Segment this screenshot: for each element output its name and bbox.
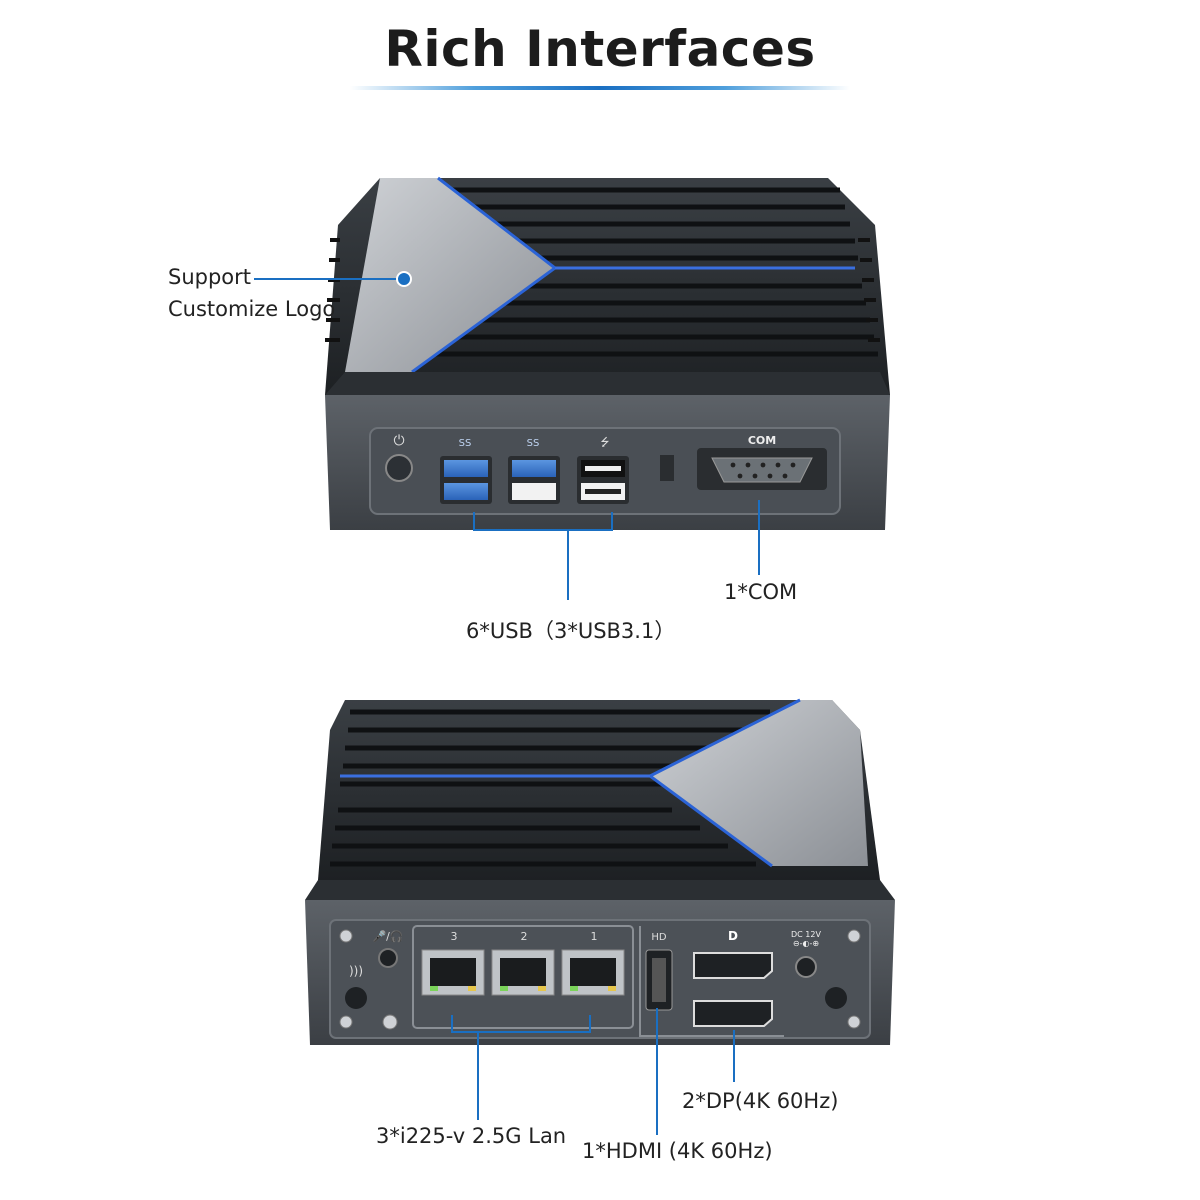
cooling-fins — [428, 187, 878, 357]
antenna-port-right — [825, 987, 847, 1009]
audio-jack — [378, 948, 398, 968]
usb-callout-bracket — [473, 512, 613, 531]
lan-label-1: 1 — [591, 930, 598, 943]
usb-icon: ⭍ — [600, 436, 609, 449]
dc-power-icon: ⊖-◐-⊕ — [793, 939, 819, 948]
page-title: Rich Interfaces — [384, 20, 816, 78]
cooling-fins-rear — [330, 709, 770, 867]
power-button — [385, 454, 413, 482]
logo-plate — [345, 178, 555, 372]
com-callout-label: 1*COM — [724, 580, 798, 604]
sd-card-icon — [660, 455, 674, 481]
lan-callout-bracket — [451, 1015, 591, 1033]
ground-screw — [382, 1014, 398, 1030]
dc-power-jack — [795, 956, 817, 978]
lan-label-2: 2 — [521, 930, 528, 943]
logo-callout-line1: Support — [168, 265, 252, 289]
screws — [339, 929, 861, 1029]
logo-callout-dot — [396, 271, 412, 287]
usb3-label-a: SS — [459, 438, 472, 449]
power-icon: ⏻ — [393, 433, 404, 449]
logo-callout-line2: Customize Logo — [168, 297, 336, 321]
usb3-label-b: SS — [527, 438, 540, 449]
usb-ports — [440, 456, 629, 504]
usb-callout-label: 6*USB（3*USB3.1） — [466, 619, 676, 643]
displayport-ports — [693, 952, 773, 1027]
bevel — [325, 372, 890, 395]
wifi-icon: ))) — [349, 964, 363, 978]
dc-power-label: DC 12V — [791, 930, 821, 939]
lan-ports — [421, 949, 625, 996]
mini-pc-rear-view: ))) 🎤/🎧 3 2 1 HD D — [305, 698, 895, 1135]
mini-pc-front-view: ⏻ SS SS ⭍ COM — [254, 176, 890, 600]
lan-group-frame — [412, 925, 634, 1029]
com-port-label: COM — [748, 434, 776, 447]
lan-label-3: 3 — [451, 930, 458, 943]
displayport-icon: D — [728, 929, 738, 943]
display-group-frame — [639, 926, 784, 1037]
antenna-port-left — [345, 987, 367, 1009]
logo-plate-rear — [650, 700, 868, 866]
bevel-rear — [305, 880, 895, 900]
lan-callout-label: 3*i225-v 2.5G Lan — [376, 1124, 567, 1148]
dp-callout-label: 2*DP(4K 60Hz) — [682, 1089, 839, 1113]
hdmi-icon: HD — [651, 932, 667, 943]
title-underline — [350, 86, 850, 90]
audio-jack-icon: 🎤/🎧 — [372, 929, 403, 943]
hdmi-callout-label: 1*HDMI (4K 60Hz) — [582, 1139, 773, 1163]
